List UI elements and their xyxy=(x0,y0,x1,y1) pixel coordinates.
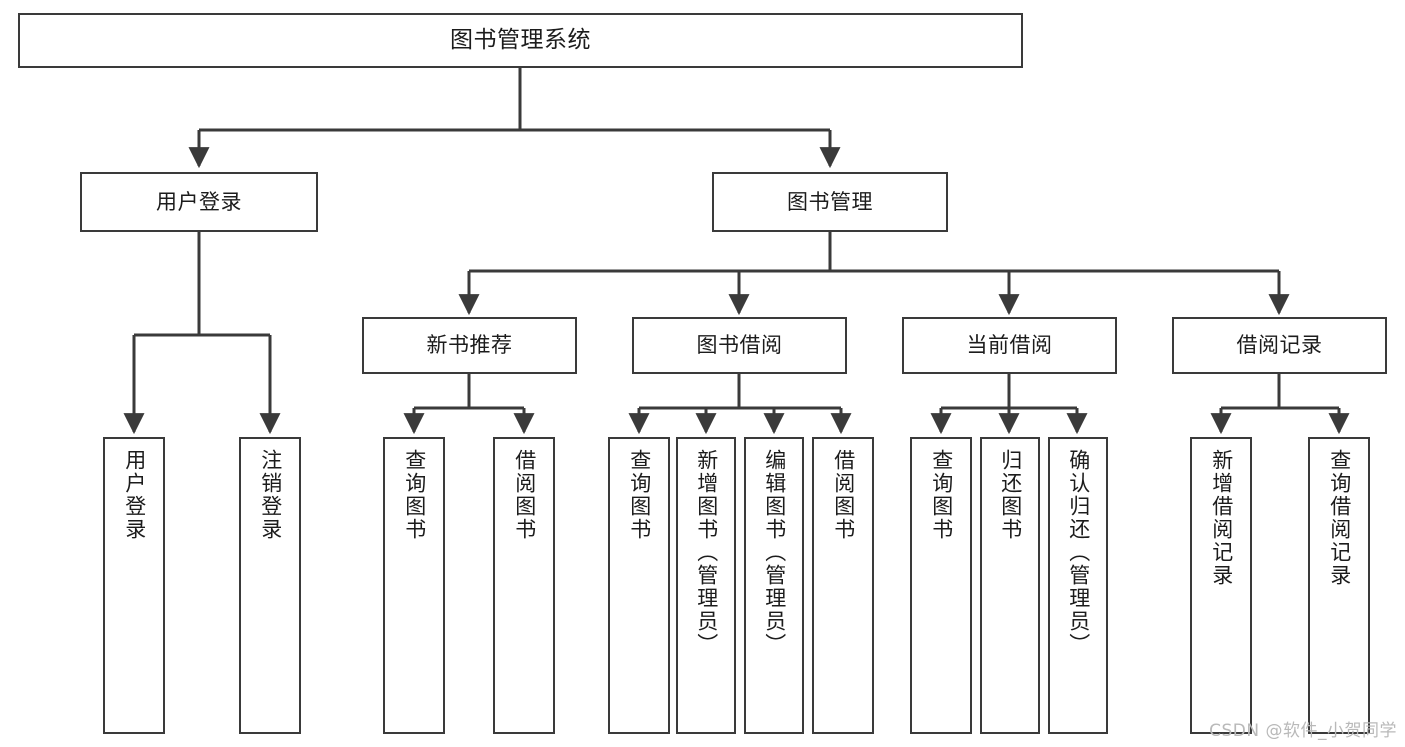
node-new-book-recommendation[interactable]: 新书推荐 xyxy=(362,317,577,374)
node-label: 注销登录 xyxy=(258,449,283,541)
node-label: 借阅记录 xyxy=(1236,333,1323,358)
node-leaf-add-book-admin[interactable]: 新增图书（管理员） xyxy=(676,437,736,734)
node-leaf-query-book-borrowing[interactable]: 查询图书 xyxy=(608,437,670,734)
node-leaf-add-borrowing-record[interactable]: 新增借阅记录 xyxy=(1190,437,1252,734)
node-label: 借阅图书 xyxy=(831,449,856,541)
node-label: 用户登录 xyxy=(122,449,147,541)
node-label: 编辑图书（管理员） xyxy=(762,449,787,656)
node-borrowing-record[interactable]: 借阅记录 xyxy=(1172,317,1387,374)
node-user-login[interactable]: 用户登录 xyxy=(80,172,318,232)
node-label: 新增图书（管理员） xyxy=(694,449,719,656)
node-label: 确认归还（管理员） xyxy=(1066,449,1091,656)
node-root-book-management-system[interactable]: 图书管理系统 xyxy=(18,13,1023,68)
node-label: 图书管理系统 xyxy=(450,26,591,53)
node-label: 查询借阅记录 xyxy=(1327,449,1352,587)
node-leaf-logout[interactable]: 注销登录 xyxy=(239,437,301,734)
node-leaf-edit-book-admin[interactable]: 编辑图书（管理员） xyxy=(744,437,804,734)
node-book-management[interactable]: 图书管理 xyxy=(712,172,948,232)
node-label: 用户登录 xyxy=(156,189,242,214)
node-label: 新书推荐 xyxy=(426,333,513,358)
node-label: 当前借阅 xyxy=(966,333,1053,358)
node-label: 图书管理 xyxy=(787,189,873,214)
node-label: 查询图书 xyxy=(627,449,652,541)
node-leaf-borrow-book-borrowing[interactable]: 借阅图书 xyxy=(812,437,874,734)
node-leaf-return-book[interactable]: 归还图书 xyxy=(980,437,1040,734)
node-leaf-query-book-current[interactable]: 查询图书 xyxy=(910,437,972,734)
node-leaf-confirm-return-admin[interactable]: 确认归还（管理员） xyxy=(1048,437,1108,734)
node-label: 新增借阅记录 xyxy=(1209,449,1234,587)
node-label: 归还图书 xyxy=(998,449,1023,541)
node-leaf-borrow-book-new-book[interactable]: 借阅图书 xyxy=(493,437,555,734)
node-leaf-query-book-new-book[interactable]: 查询图书 xyxy=(383,437,445,734)
node-leaf-user-login[interactable]: 用户登录 xyxy=(103,437,165,734)
node-label: 查询图书 xyxy=(929,449,954,541)
watermark-text: CSDN @软件_小贺同学 xyxy=(1209,721,1397,741)
node-label: 图书借阅 xyxy=(696,333,783,358)
node-label: 借阅图书 xyxy=(512,449,537,541)
node-leaf-query-borrowing-record[interactable]: 查询借阅记录 xyxy=(1308,437,1370,734)
node-label: 查询图书 xyxy=(402,449,427,541)
node-book-borrowing[interactable]: 图书借阅 xyxy=(632,317,847,374)
node-current-borrowing[interactable]: 当前借阅 xyxy=(902,317,1117,374)
